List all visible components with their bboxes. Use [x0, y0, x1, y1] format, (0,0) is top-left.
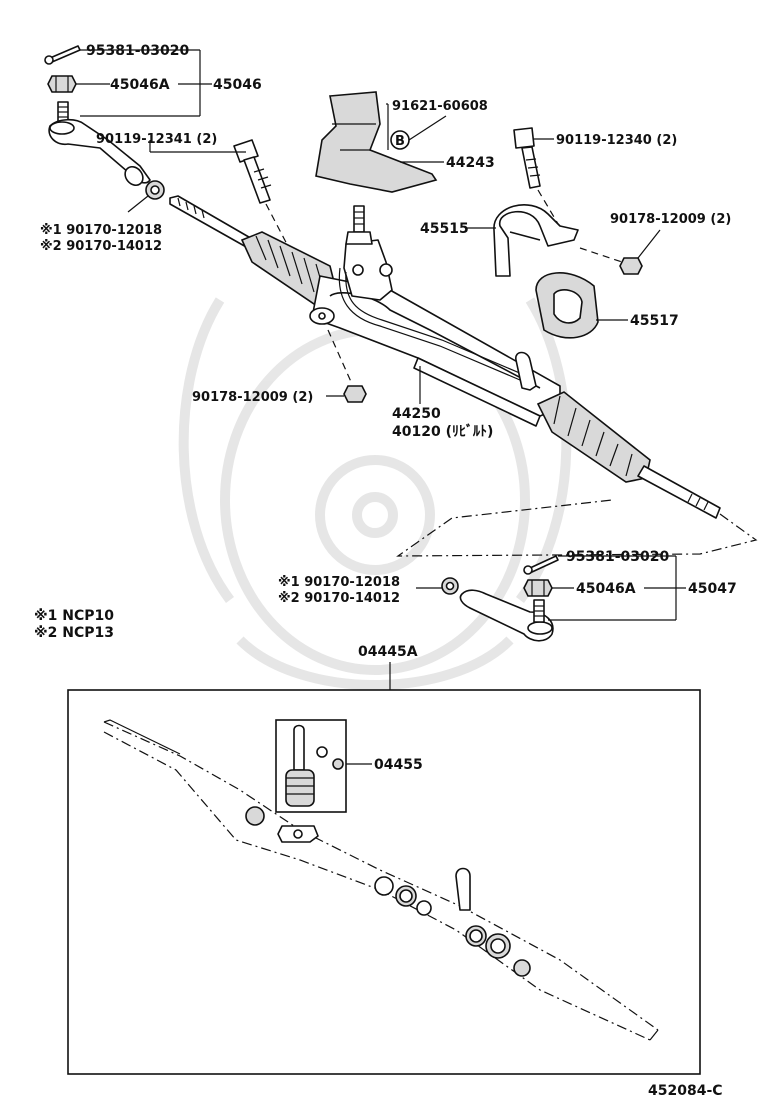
- cotter-pin-top: [44, 45, 81, 65]
- nut-top: [47, 75, 77, 93]
- label-gasket-kit: 04445A: [358, 644, 418, 660]
- kit-rack-outline: [103, 719, 659, 1041]
- valve-kit-parts: [285, 724, 344, 807]
- label-tie-rod-end-left: 45046: [213, 77, 262, 93]
- bracket-44243: [315, 91, 438, 193]
- nut-right: [619, 257, 643, 275]
- label-nut-right-end: 45046A: [576, 581, 636, 597]
- label-bushing: 45517: [630, 313, 679, 329]
- label-gear-assy: 44250: [392, 406, 441, 422]
- washer-right: [441, 577, 459, 595]
- label-bolt-left: 90119-12341 (2): [96, 132, 217, 147]
- bushing-45517: [535, 272, 599, 339]
- gasket-kit-box: [67, 689, 701, 1075]
- bolt-left: [233, 139, 272, 204]
- label-washer-right-2: ※2 90170-14012: [278, 591, 400, 606]
- label-bracket: 44243: [446, 155, 495, 171]
- label-nut-right: 90178-12009 (2): [610, 212, 731, 227]
- label-valve-kit: 04455: [374, 757, 423, 773]
- legend-note-1: ※1 NCP10: [34, 608, 114, 624]
- legend-note-2: ※2 NCP13: [34, 625, 114, 641]
- bracket-clamp-45515: [493, 204, 579, 277]
- label-clip: 91621-60608: [392, 99, 488, 114]
- label-nut-lower: 90178-12009 (2): [192, 390, 313, 405]
- cotter-pin-right: [523, 555, 559, 575]
- label-bolt-right: 90119-12340 (2): [556, 133, 677, 148]
- label-tie-rod-end-right: 45047: [688, 581, 737, 597]
- tie-rod-end-right: [459, 589, 554, 642]
- label-bracket-clamp: 45515: [420, 221, 469, 237]
- nut-right-end: [523, 579, 553, 597]
- steering-rack-assembly: [169, 195, 721, 519]
- label-cotter-pin-top: 95381-03020: [86, 43, 189, 59]
- label-diagram-id: 452084-C: [648, 1083, 723, 1099]
- label-washer-left-2: ※2 90170-14012: [40, 239, 162, 254]
- label-washer-right-1: ※1 90170-12018: [278, 575, 400, 590]
- label-washer-left-1: ※1 90170-12018: [40, 223, 162, 238]
- nut-lower: [343, 385, 367, 403]
- label-rebuilt: 40120 (ﾘﾋﾞﾙﾄ): [392, 423, 493, 440]
- tie-rod-end-left: [48, 101, 151, 187]
- label-circle-b: B: [395, 134, 405, 149]
- bolt-right: [513, 127, 541, 189]
- label-cotter-pin-right: 95381-03020: [566, 549, 669, 565]
- washer-left: [145, 180, 165, 200]
- label-nut-top: 45046A: [110, 77, 170, 93]
- kit-seals: [245, 806, 531, 977]
